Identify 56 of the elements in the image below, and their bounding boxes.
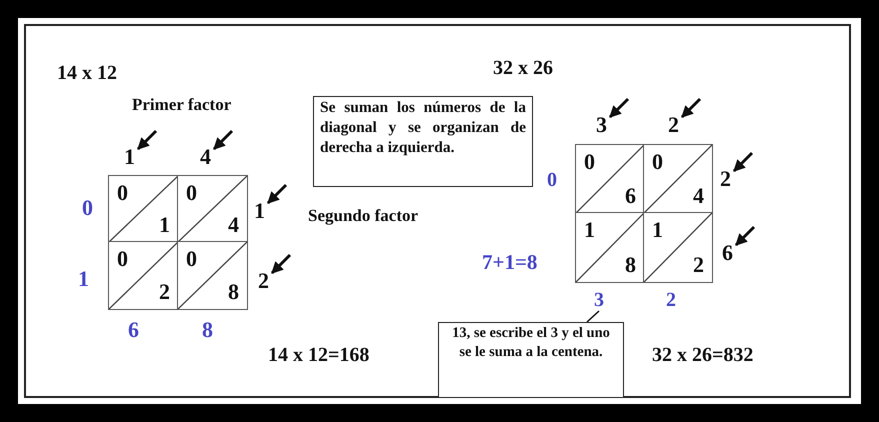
lattice-cell xyxy=(108,241,179,310)
digit: 1 xyxy=(652,219,663,241)
note-box: 13, se escribe el 3 y el uno se le suma a la centena. xyxy=(438,322,624,398)
arrow xyxy=(266,184,288,204)
digit: 0 xyxy=(82,197,93,219)
arrow xyxy=(136,130,158,150)
digit: 0 xyxy=(117,182,128,204)
digit: 2 xyxy=(720,168,731,190)
lattice-cell xyxy=(643,144,713,214)
digit: 2 xyxy=(693,254,704,276)
digit: 3 xyxy=(594,290,604,310)
heading: 14 x 12 xyxy=(57,63,117,83)
digit: 1 xyxy=(78,268,89,290)
digit: 2 xyxy=(159,281,170,303)
digit: 2 xyxy=(258,270,269,292)
digit: 6 xyxy=(722,242,733,264)
lattice-cell xyxy=(177,241,248,310)
sum-expression: 7+1=8 xyxy=(482,252,538,273)
digit: 0 xyxy=(547,170,557,190)
digit: 1 xyxy=(124,146,135,168)
digit: 0 xyxy=(186,248,197,270)
digit: 1 xyxy=(159,214,170,236)
digit: 8 xyxy=(228,281,239,303)
digit: 6 xyxy=(128,319,139,341)
digit: 0 xyxy=(186,182,197,204)
note-box: Se suman los números de la diagonal y se organizan de derecha a izquierda. xyxy=(313,96,533,187)
lattice-cell xyxy=(643,212,713,283)
arrow xyxy=(734,226,756,246)
arrow xyxy=(270,254,292,274)
digit: 4 xyxy=(693,185,704,207)
heading: 32 x 26 xyxy=(493,58,553,78)
digit: 8 xyxy=(625,254,636,276)
lattice-cell xyxy=(177,175,248,243)
digit: 0 xyxy=(117,248,128,270)
digit: 3 xyxy=(596,114,607,136)
lattice-cell xyxy=(575,144,645,214)
digit: 2 xyxy=(666,290,676,310)
digit: 4 xyxy=(228,214,239,236)
lattice-cell xyxy=(108,175,179,243)
digit: 0 xyxy=(584,151,595,173)
factor-label: Primer factor xyxy=(132,96,232,113)
digit: 4 xyxy=(200,146,211,168)
arrow xyxy=(680,98,702,118)
digit: 6 xyxy=(625,185,636,207)
factor-label: Segundo factor xyxy=(308,207,418,224)
arrow xyxy=(608,98,630,118)
digit: 1 xyxy=(584,219,595,241)
arrow xyxy=(732,152,754,172)
digit: 8 xyxy=(202,319,213,341)
digit: 2 xyxy=(668,114,679,136)
result-equation: 14 x 12=168 xyxy=(268,345,370,365)
digit: 1 xyxy=(254,200,265,222)
result-equation: 32 x 26=832 xyxy=(652,345,754,365)
digit: 0 xyxy=(652,151,663,173)
arrow xyxy=(212,130,234,150)
lattice-cell xyxy=(575,212,645,283)
